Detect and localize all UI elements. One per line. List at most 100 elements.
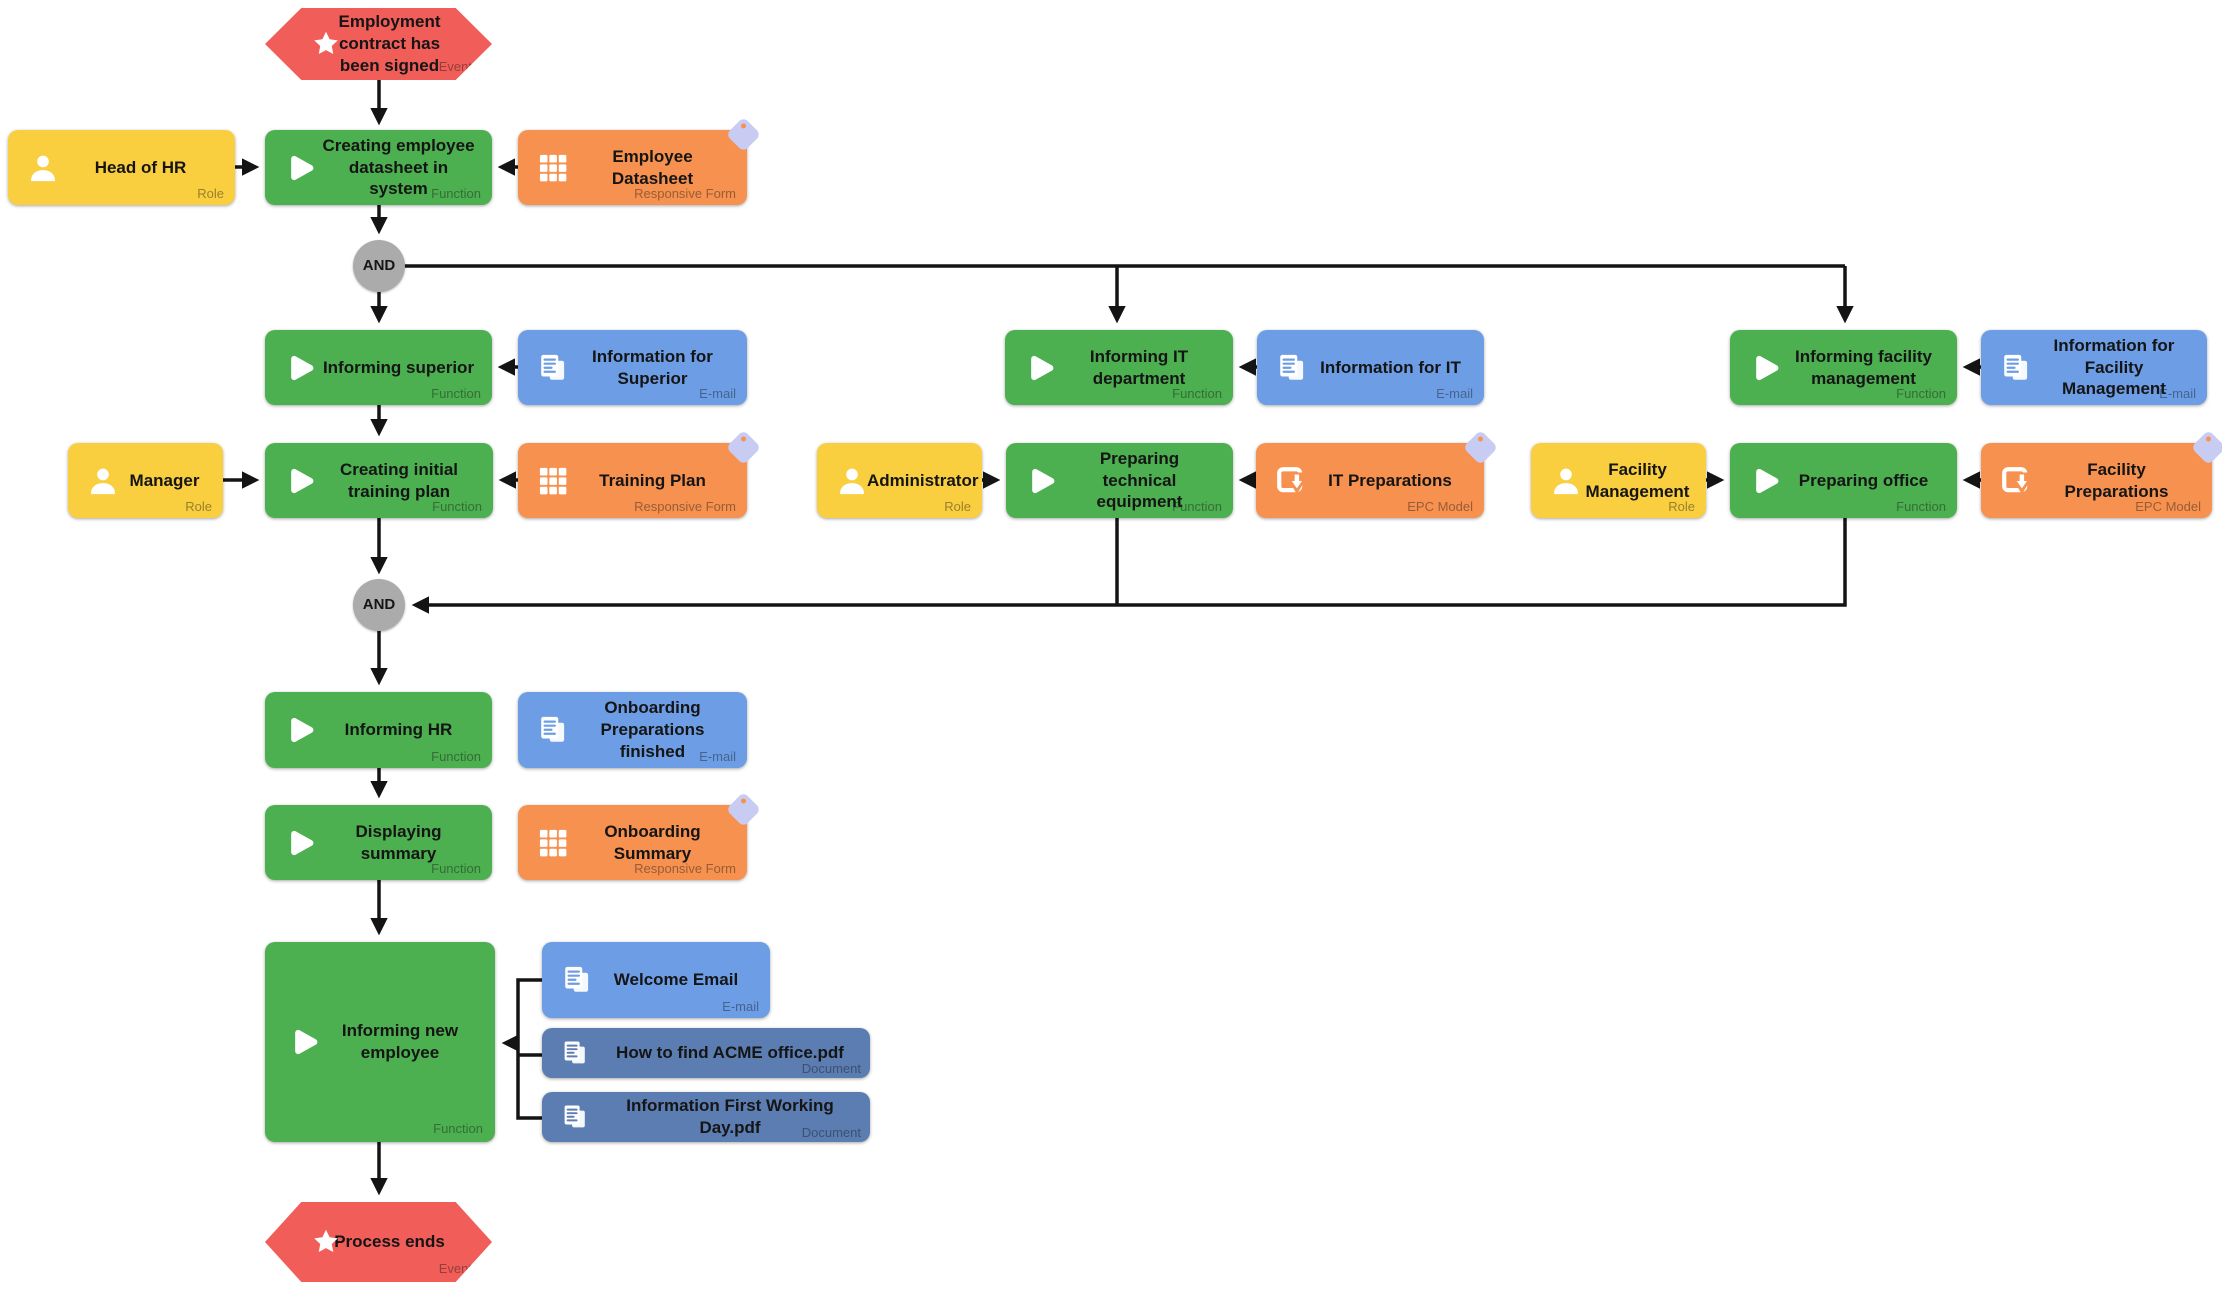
node-type-label: Function <box>432 499 482 514</box>
responsive-form-employee-datasheet[interactable]: Employee Datasheet Responsive Form <box>518 116 762 205</box>
node-type-label: Function <box>1896 386 1946 401</box>
node-title: How to find ACME office.pdf <box>616 1043 844 1063</box>
and-gateway-split[interactable]: AND <box>353 240 405 292</box>
email-information-for-it[interactable]: Information for IT E-mail <box>1257 330 1484 405</box>
node-title: Creating employee datasheet in system <box>322 135 475 199</box>
node-type-label: EPC Model <box>1407 499 1473 514</box>
role-manager[interactable]: Manager Role <box>68 443 223 518</box>
node-type-label: EPC Model <box>2135 499 2201 514</box>
node-type-label: Document <box>801 1061 861 1076</box>
event-process-ends[interactable]: Process ends Event <box>265 1202 492 1282</box>
pages-icon <box>536 351 570 385</box>
document-how-to-find-acme-office[interactable]: How to find ACME office.pdf Document <box>542 1028 870 1078</box>
node-title: Welcome Email <box>613 970 739 990</box>
node-type-label: Responsive Form <box>634 499 736 514</box>
function-informing-hr[interactable]: Informing HR Function <box>265 692 492 768</box>
node-type-label: E-mail <box>699 749 736 764</box>
play-icon <box>283 713 317 747</box>
node-type-label: Function <box>431 386 481 401</box>
star-icon <box>311 1227 341 1257</box>
node-type-label: E-mail <box>1436 386 1473 401</box>
and-gateway-join[interactable]: AND <box>353 579 405 631</box>
person-icon <box>835 464 869 498</box>
role-facility-management[interactable]: Facility Management Role <box>1531 443 1706 518</box>
node-type-label: Function <box>431 749 481 764</box>
node-title: Process ends <box>334 1232 445 1252</box>
node-title: Employment contract has been signed <box>338 12 441 75</box>
play-icon <box>283 351 317 385</box>
node-title: Manager <box>129 470 200 490</box>
role-administrator[interactable]: Administrator Role <box>817 443 982 518</box>
role-head-of-hr[interactable]: Head of HR Role <box>8 130 235 205</box>
node-title: Informing superior <box>322 357 475 377</box>
email-welcome-email[interactable]: Welcome Email E-mail <box>542 942 770 1018</box>
function-preparing-office[interactable]: Preparing office Function <box>1730 443 1957 518</box>
play-icon <box>283 151 317 185</box>
node-title: Facility Management <box>1585 459 1690 501</box>
grid-icon <box>536 151 570 185</box>
node-type-label: Function <box>433 1121 483 1136</box>
node-type-label: Role <box>185 499 212 514</box>
star-icon <box>311 29 341 59</box>
node-title: Preparing office <box>1798 470 1929 490</box>
function-preparing-technical-equipment[interactable]: Preparing technical equipment Function <box>1006 443 1233 518</box>
node-title: Preparing technical equipment <box>1096 448 1183 512</box>
function-creating-initial-training-plan[interactable]: Creating initial training plan Function <box>265 443 493 518</box>
function-informing-superior[interactable]: Informing superior Function <box>265 330 492 405</box>
person-icon <box>86 464 120 498</box>
node-type-label: Function <box>1896 499 1946 514</box>
node-type-label: Responsive Form <box>634 861 736 876</box>
node-type-label: Function <box>431 861 481 876</box>
responsive-form-training-plan[interactable]: Training Plan Responsive Form <box>518 429 762 518</box>
connector-group <box>223 80 1982 1196</box>
node-type-label: Function <box>1172 499 1222 514</box>
pages-icon <box>560 1102 590 1132</box>
event-employment-contract-signed[interactable]: Employment contract has been signed Even… <box>265 8 492 80</box>
play-icon <box>1748 464 1782 498</box>
node-title: Creating initial training plan <box>339 459 459 501</box>
responsive-form-onboarding-summary[interactable]: Onboarding Summary Responsive Form <box>518 791 762 880</box>
node-title: Administrator <box>867 470 979 490</box>
node-title: Information First Working Day.pdf <box>626 1096 834 1137</box>
node-type-label: Document <box>801 1125 861 1140</box>
function-creating-employee-datasheet[interactable]: Creating employee datasheet in system Fu… <box>265 130 492 205</box>
node-title: Employee Datasheet <box>611 146 694 188</box>
email-information-for-superior[interactable]: Information for Superior E-mail <box>518 330 747 405</box>
email-onboarding-preparations-finished[interactable]: Onboarding Preparations finished E-mail <box>518 692 747 768</box>
pages-icon <box>560 1038 590 1068</box>
node-title: Onboarding Summary <box>604 821 701 863</box>
node-title: Informing new employee <box>341 1021 459 1062</box>
email-information-for-facility-management[interactable]: Information for Facility Management E-ma… <box>1981 330 2207 405</box>
play-icon <box>287 1025 321 1059</box>
epc-model-icon <box>1999 464 2033 498</box>
grid-icon <box>536 464 570 498</box>
node-title: Head of HR <box>94 157 187 177</box>
document-information-first-working-day[interactable]: Information First Working Day.pdf Docume… <box>542 1092 870 1142</box>
node-type-label: Role <box>1668 499 1695 514</box>
node-title: Informing facility management <box>1795 346 1932 388</box>
node-type-label: Event <box>438 1261 472 1276</box>
epc-model-facility-preparations[interactable]: Facility Preparations EPC Model <box>1981 429 2222 518</box>
pages-icon <box>1999 351 2033 385</box>
gateway-label: AND <box>362 596 396 614</box>
node-title: Onboarding Preparations finished <box>600 698 705 761</box>
function-informing-it-department[interactable]: Informing IT department Function <box>1005 330 1233 405</box>
node-title: Displaying summary <box>355 821 442 863</box>
play-icon <box>1024 464 1058 498</box>
function-informing-facility-management[interactable]: Informing facility management Function <box>1730 330 1957 405</box>
node-title: Informing IT department <box>1089 346 1189 388</box>
play-icon <box>283 826 317 860</box>
node-type-label: Event <box>438 59 472 74</box>
pages-icon <box>536 713 570 747</box>
function-displaying-summary[interactable]: Displaying summary Function <box>265 805 492 880</box>
node-title: Information for IT <box>1320 357 1461 377</box>
node-type-label: Responsive Form <box>634 186 736 201</box>
node-type-label: E-mail <box>699 386 736 401</box>
node-type-label: E-mail <box>722 999 759 1014</box>
pages-icon <box>1275 351 1309 385</box>
function-informing-new-employee[interactable]: Informing new employee Function <box>265 942 495 1142</box>
epc-model-it-preparations[interactable]: IT Preparations EPC Model <box>1256 429 1499 518</box>
node-type-label: Function <box>1172 386 1222 401</box>
